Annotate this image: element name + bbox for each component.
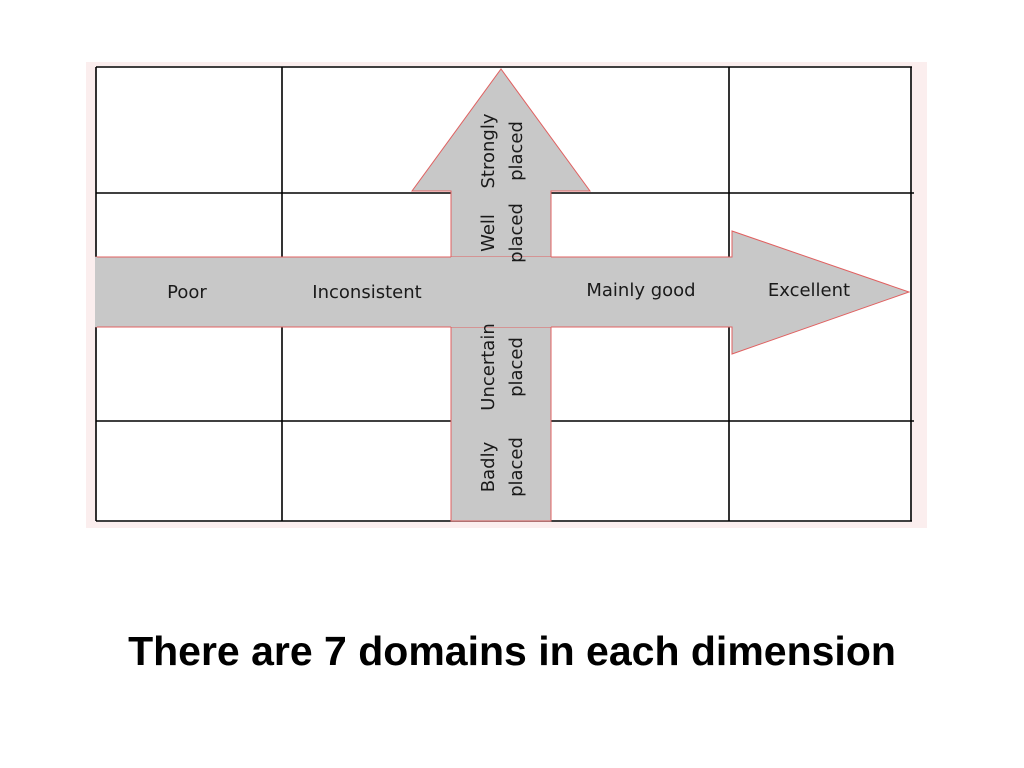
svg-text:Well: Well (478, 214, 499, 252)
label-inconsistent: Inconsistent (312, 282, 421, 303)
label-mainly-good: Mainly good (586, 280, 695, 301)
svg-text:Strongly: Strongly (478, 113, 499, 188)
label-uncertain-placed: Uncertain placed (478, 323, 527, 410)
label-excellent: Excellent (768, 280, 850, 301)
label-poor: Poor (167, 282, 207, 303)
arrow-crossing (451, 257, 551, 327)
svg-text:placed: placed (506, 203, 527, 263)
svg-text:placed: placed (506, 437, 527, 497)
label-well-placed: Well placed (478, 203, 527, 263)
svg-text:Uncertain: Uncertain (478, 323, 499, 410)
svg-text:Badly: Badly (478, 441, 499, 492)
label-strongly-placed: Strongly placed (478, 113, 527, 188)
slide-caption: There are 7 domains in each dimension (128, 628, 896, 674)
svg-text:placed: placed (506, 337, 527, 397)
label-badly-placed: Badly placed (478, 437, 527, 497)
svg-text:placed: placed (506, 121, 527, 181)
